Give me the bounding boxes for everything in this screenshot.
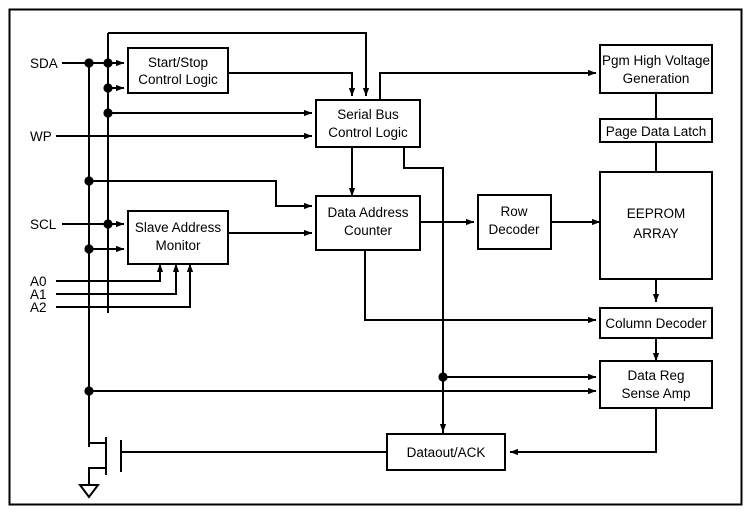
block-label-line2: ARRAY [633,226,679,241]
block-page-data-latch[interactable]: Page Data Latch [599,118,713,143]
wire-sda-to-dataaddr [89,180,313,210]
block-column-decoder[interactable]: Column Decoder [599,307,713,339]
block-pgm-high-voltage-generation[interactable]: Pgm High Voltage Generation [599,44,713,94]
block-label-line2: Sense Amp [621,386,690,401]
block-label-line2: Generation [623,71,690,86]
signal-label-sda: SDA [30,56,58,71]
block-label-line1: Slave Address [135,220,222,235]
ground-triangle [78,484,100,499]
block-label-line1: EEPROM [627,206,686,221]
nmos-transistor [88,437,122,485]
junction-dot [103,58,113,68]
block-dataout-ack[interactable]: Dataout/ACK [386,433,506,471]
block-label-line2: Control Logic [138,72,218,87]
block-label-line1: Data Reg [627,368,684,383]
junction-dot [84,58,94,68]
junction-dot [438,372,448,382]
wire-dataaddr-to-coldec [364,250,597,324]
block-label-line2: Control Logic [328,125,408,140]
block-label-line2: Counter [344,223,393,238]
signal-label-a1: A1 [30,287,47,302]
block-label-line2: Decoder [488,222,540,237]
wire-sda-to-serialbus-top [108,32,370,97]
block-label-line2: Monitor [155,238,201,253]
wire-sda-to-transistor [88,391,106,444]
diagram-border [8,8,743,506]
junction-dot [103,219,113,229]
block-eeprom-array[interactable]: EEPROM ARRAY [599,171,713,280]
junction-dot [84,244,94,254]
block-serial-bus-control-logic[interactable]: Serial Bus Control Logic [315,99,421,148]
block-label-line1: Start/Stop [148,55,208,70]
block-slave-address-monitor[interactable]: Slave Address Monitor [127,210,229,265]
wire-a2 [56,263,194,308]
wire-a1 [56,263,180,295]
signal-label-wp: WP [30,129,52,144]
block-label-line1: Pgm High Voltage [602,53,710,68]
block-label-line1: Page Data Latch [606,124,707,139]
block-label-line1: Serial Bus [337,107,399,122]
wire-serialbus-to-vbus [403,147,444,452]
transistor-source-lead [88,467,106,485]
block-label-line1: Row [500,204,527,219]
ground-symbol [78,484,100,499]
signal-label-a0: A0 [30,274,47,289]
block-label-line1: Column Decoder [605,316,707,331]
junction-dot [84,176,94,186]
block-label-line1: Dataout/ACK [407,445,486,460]
block-row-decoder[interactable]: Row Decoder [477,194,552,250]
junction-dots [84,58,448,396]
signal-label-scl: SCL [30,217,57,232]
junction-dot [103,108,113,118]
block-label-line1: Data Address [327,205,408,220]
junction-dot [103,83,113,93]
signal-label-a2: A2 [30,300,47,315]
wire-datareg-to-dataout [509,408,657,456]
block-start-stop-control-logic[interactable]: Start/Stop Control Logic [127,47,229,94]
wire-a0 [56,263,164,282]
wire-startstop-to-serialbus [228,72,356,97]
junction-dot [84,386,94,396]
block-data-reg-sense-amp[interactable]: Data Reg Sense Amp [599,360,713,409]
block-data-address-counter[interactable]: Data Address Counter [315,195,421,251]
